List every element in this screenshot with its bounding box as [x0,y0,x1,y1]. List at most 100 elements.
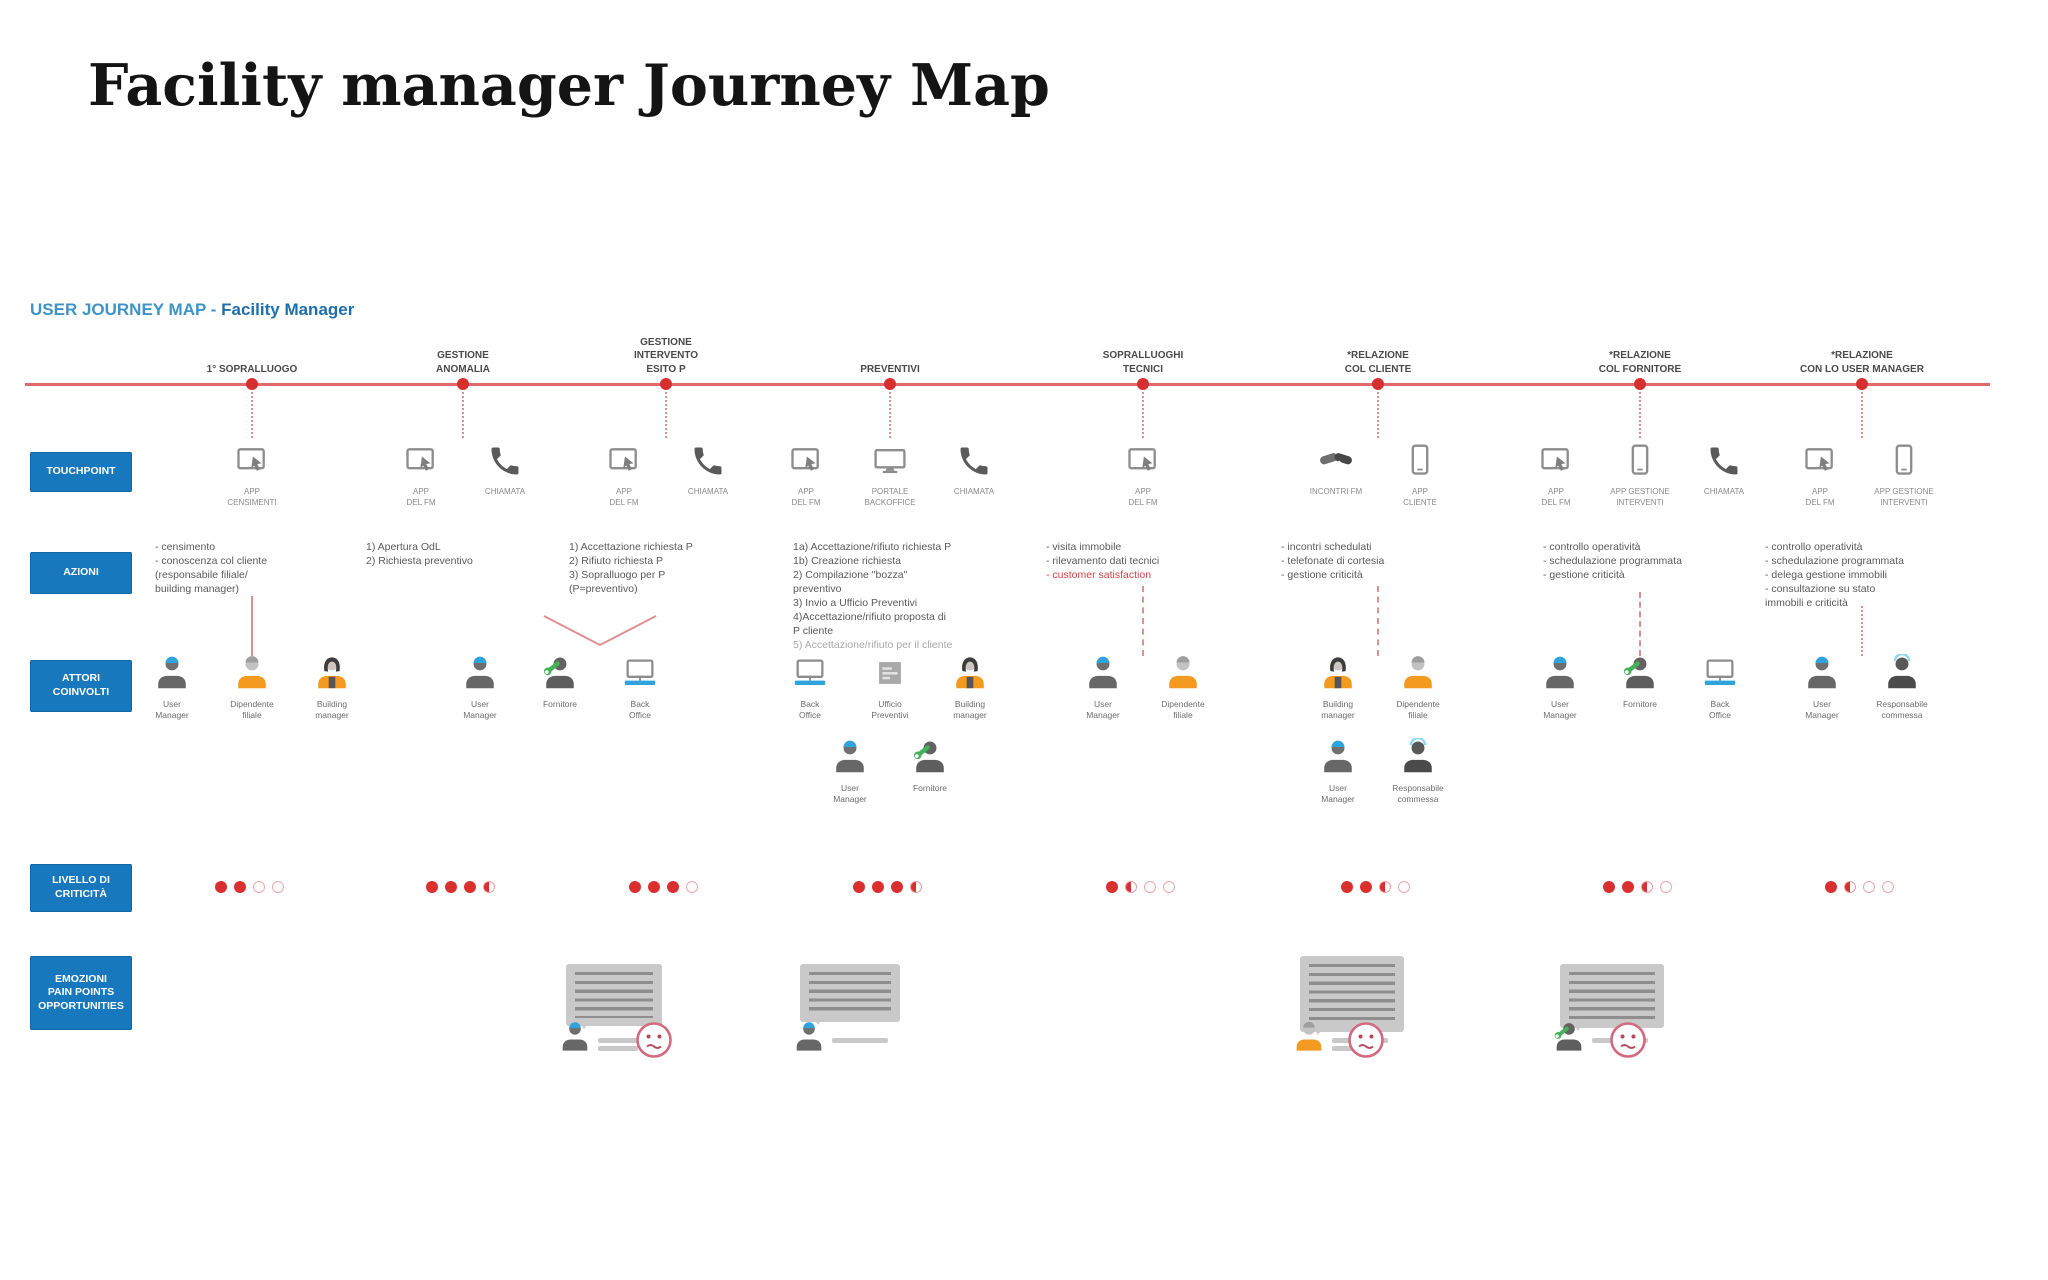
actor-label: Dipendente filiale [1396,699,1440,721]
emotion-actor-user-manager [558,1020,592,1059]
azioni-list: - controllo operatività- schedulazione p… [1543,540,1763,582]
actor-label: User Manager [463,699,497,721]
caption-bar [598,1046,638,1051]
actor-back-office: Back Office [1687,654,1753,721]
azione-item: - incontri schedulati [1281,541,1372,553]
touchpoint: APP del FM [770,443,842,509]
criticality-dot-full [629,881,641,893]
stage-title-4: PREVENTIVI [860,363,920,375]
touchpoint: APP GESTIONE INTERVENTI [1868,443,1940,509]
dipendente-filiale-icon [233,654,271,697]
touchpoint: APP del FM [385,443,457,509]
criticality-dot-full [1360,881,1372,893]
azione-item: 4)Accettazione/rifiuto proposta di [793,611,946,624]
touchpoint-label: CHIAMATA [1703,487,1745,496]
actor-building-manager: Building manager [937,654,1003,721]
fornitore-icon [1621,654,1659,697]
speech-bubble [800,964,900,1025]
actor-ufficio-preventivi: Ufficio Preventivi [857,654,923,721]
caption-bar [832,1038,888,1043]
row-label-emozioni: EMOZIONI PAIN POINTS OPPORTUNITIES [30,956,132,1030]
azione-item: - controllo operatività [1543,541,1641,553]
smartphone-icon [1622,443,1658,484]
azione-item: 1b) Creazione richiesta [793,555,901,568]
actor-responsabile-commessa: Responsabile commessa [1385,736,1451,805]
actor-label: Fornitore [1622,699,1657,709]
marker-drop-line [665,392,667,438]
criticality-dot-full [1825,881,1837,893]
actor-building-manager: Building manager [1305,654,1371,721]
actor-dipendente-filiale: Dipendente filiale [219,654,285,721]
user-manager-icon [153,654,191,697]
row-label-azioni: AZIONI [30,552,132,594]
phone-icon [956,443,992,484]
criticality-dots [426,881,495,893]
user-manager-icon [1084,654,1122,697]
touchpoint-label: APP CLIENTE [1403,487,1437,507]
touchpoint: APP del FM [1784,443,1856,509]
criticality-dots [629,881,698,893]
user-manager-icon [461,654,499,697]
actor-user-manager: User Manager [447,654,513,721]
smartphone-icon [1886,443,1922,484]
criticality-dot-empty [686,881,698,893]
app-touch-icon [1538,443,1574,484]
caption-bar [598,1038,654,1043]
azione-item: preventivo [793,583,842,596]
timeline-marker [1372,378,1384,390]
touchpoint-label: APP GESTIONE INTERVENTI [1610,487,1670,507]
criticality-dots [1106,881,1175,893]
criticality-dot-full [853,881,865,893]
actor-label: Fornitore [912,783,947,793]
speech-bubble [1560,964,1664,1031]
actor-fornitore: Fornitore [1607,654,1673,721]
emotion-actor-user-manager [792,1020,826,1059]
fornitore-icon [911,738,949,781]
actor-label: Dipendente filiale [1161,699,1205,721]
touchpoint-label: APP del FM [1805,487,1835,507]
actor-label: Building manager [315,699,349,721]
actor-user-manager: User Manager [1070,654,1136,721]
app-touch-icon [1802,443,1838,484]
azione-item: - telefonate di cortesia [1281,555,1385,568]
marker-drop-line [1377,392,1379,438]
actor-label: Back Office [1708,699,1732,721]
criticality-dot-empty [1660,881,1672,893]
touchpoint: CHIAMATA [469,443,541,509]
azione-item: 3) Sopralluogo per P [569,569,666,582]
azione-item: 1) Accettazione richiesta P [569,541,693,553]
touchpoint-label: APP del FM [1541,487,1571,507]
phone-icon [487,443,523,484]
azione-item: - schedulazione programmata [1765,555,1904,568]
actor-label: User Manager [155,699,189,721]
app-touch-icon [1125,443,1161,484]
back-office-icon [791,654,829,697]
page-title: Facility manager Journey Map [88,52,1050,119]
azioni-actors-connector [1377,586,1379,656]
user-manager-icon [1319,738,1357,781]
criticality-dot-full [426,881,438,893]
timeline-marker [660,378,672,390]
timeline-marker [884,378,896,390]
criticality-dot-full [648,881,660,893]
actor-user-manager: User Manager [1527,654,1593,721]
actor-label: Back Office [628,699,652,721]
app-touch-icon [788,443,824,484]
actor-back-office: Back Office [607,654,673,721]
emotion-actor-caption [832,1038,888,1046]
user-manager-icon [1541,654,1579,697]
smartphone-icon [1402,443,1438,484]
criticality-dot-full [234,881,246,893]
marker-drop-line [889,392,891,438]
azione-item: immobili e criticità [1765,597,1848,610]
bubble-text-lines [1309,964,1395,1024]
phone-icon [1706,443,1742,484]
stage-title-7: *RELAZIONE col FORNITORE [1598,350,1682,375]
criticality-dot-empty [1863,881,1875,893]
actor-label: Responsabile commessa [1392,783,1444,805]
touchpoint-label: CHIAMATA [953,487,995,496]
subtitle-prefix: USER JOURNEY MAP - [30,300,222,319]
